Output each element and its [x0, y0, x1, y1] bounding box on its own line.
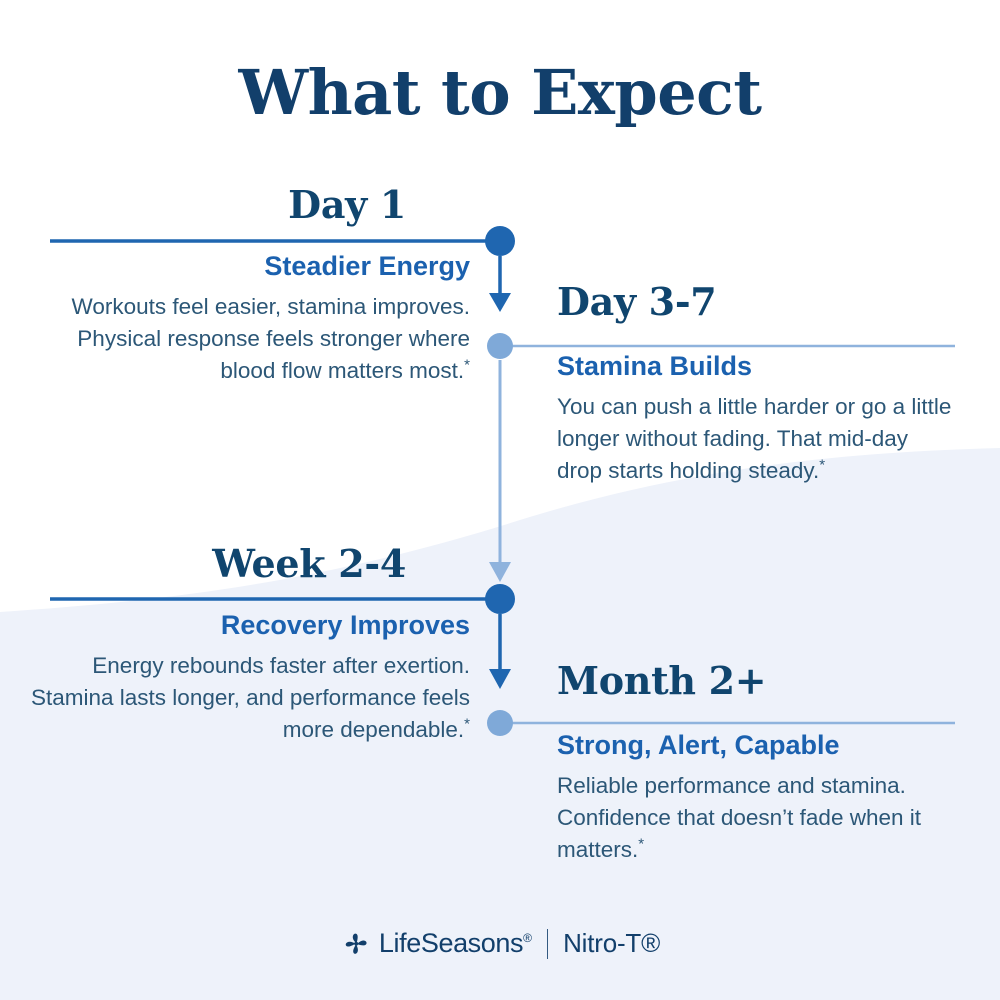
milestone-description: Energy rebounds faster after exertion. S… — [30, 650, 470, 746]
milestone-era-label: Month 2+ — [557, 658, 767, 703]
product-name-text: Nitro-T — [563, 928, 642, 958]
brand-registered-mark: ® — [523, 931, 532, 945]
milestone-block-week-2-4: Week 2-4 Recovery Improves Energy reboun… — [30, 545, 470, 746]
milestone-headline: Recovery Improves — [220, 610, 470, 640]
brand-divider — [546, 928, 549, 959]
connector-arrow-3-4 — [489, 669, 511, 689]
milestone-dot-2 — [487, 333, 513, 359]
product-name: Nitro-T® — [563, 928, 660, 959]
milestone-dot-4 — [487, 710, 513, 736]
brand-name-text: LifeSeasons — [378, 928, 524, 958]
milestone-description-text: Energy rebounds faster after exertion. S… — [31, 653, 470, 743]
milestone-description: Workouts feel easier, stamina improves. … — [30, 291, 471, 387]
milestone-block-month-2-plus: Month 2+ Strong, Alert, Capable Reliable… — [557, 662, 957, 866]
milestone-footnote-asterisk: * — [464, 356, 470, 374]
milestone-description: You can push a little harder or go a lit… — [557, 391, 957, 487]
milestone-description-text: Workouts feel easier, stamina improves. … — [71, 294, 471, 384]
milestone-footnote-asterisk: * — [638, 835, 645, 853]
milestone-description: Reliable performance and stamina. Confid… — [557, 770, 957, 866]
brand-name: LifeSeasons® — [379, 928, 532, 959]
milestone-description-text: Reliable performance and stamina. Confid… — [557, 773, 921, 863]
milestone-headline: Steadier Energy — [264, 251, 470, 281]
footer-brand-lockup: LifeSeasons® Nitro-T® — [0, 928, 1000, 959]
connector-arrow-2-3 — [489, 562, 511, 582]
milestone-dot-1 — [485, 226, 515, 256]
milestone-description-text: You can push a little harder or go a lit… — [557, 394, 952, 484]
milestone-dot-3 — [485, 584, 515, 614]
connector-arrow-1-2 — [489, 293, 511, 312]
pinwheel-icon — [345, 933, 367, 954]
milestone-era-label: Day 1 — [288, 182, 406, 227]
milestone-footnote-asterisk: * — [464, 715, 470, 733]
milestone-headline: Stamina Builds — [557, 351, 753, 381]
milestone-block-day-3-7: Day 3-7 Stamina Builds You can push a li… — [557, 283, 957, 487]
milestone-era-label: Day 3-7 — [557, 279, 717, 324]
product-registered-mark: ® — [641, 928, 661, 958]
page-title: What to Expect — [238, 56, 762, 129]
milestone-block-day-1: Day 1 Steadier Energy Workouts feel easi… — [30, 182, 471, 387]
milestone-era-label: Week 2-4 — [212, 541, 406, 586]
milestone-footnote-asterisk: * — [819, 456, 826, 474]
milestone-headline: Strong, Alert, Capable — [557, 730, 840, 760]
